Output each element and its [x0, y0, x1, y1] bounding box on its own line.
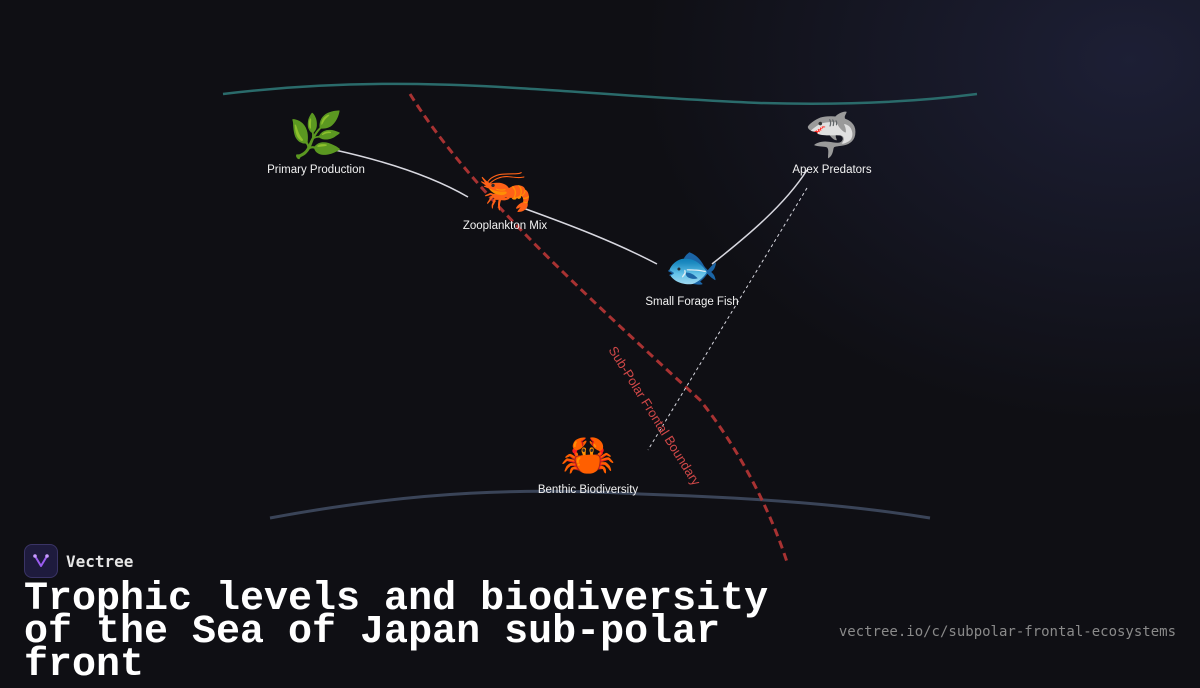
seafloor-line — [269, 489, 931, 520]
crab-icon: 🦀 — [560, 431, 616, 480]
sea-surface-line — [222, 82, 978, 106]
source-url[interactable]: vectree.io/c/subpolar-frontal-ecosystems — [838, 624, 1176, 640]
brand-name: Vectree — [66, 551, 134, 571]
shrimp-icon: 🦐 — [477, 167, 533, 216]
link-primary-zoo — [334, 149, 469, 198]
frontal-boundary-line — [408, 93, 789, 563]
page-title: Trophic levels and biodiversity of the S… — [24, 577, 769, 688]
shark-icon: 🦈 — [804, 111, 860, 160]
node-benthic-biodiversity[interactable]: 🦀 Benthic Biodiversity — [538, 430, 638, 496]
node-small-forage-fish[interactable]: 🐟 Small Forage Fish — [645, 242, 738, 308]
node-label: Apex Predators — [792, 164, 872, 176]
fish-icon: 🐟 — [664, 243, 720, 292]
node-label: Primary Production — [267, 164, 365, 176]
node-primary-production[interactable]: 🌿 Primary Production — [267, 110, 365, 176]
brand[interactable]: Vectree — [24, 544, 133, 578]
link-forage-apex — [711, 169, 808, 265]
link-apex-benthic — [647, 187, 808, 451]
vectree-logo-icon — [24, 544, 58, 578]
node-label: Zooplankton Mix — [462, 220, 548, 232]
node-label: Benthic Biodiversity — [537, 484, 639, 496]
herb-icon: 🌿 — [288, 111, 344, 160]
node-zooplankton[interactable]: 🦐 Zooplankton Mix — [463, 166, 547, 232]
node-label: Small Forage Fish — [645, 296, 739, 308]
node-apex-predators[interactable]: 🦈 Apex Predators — [792, 110, 871, 176]
link-zoo-forage — [522, 207, 658, 265]
